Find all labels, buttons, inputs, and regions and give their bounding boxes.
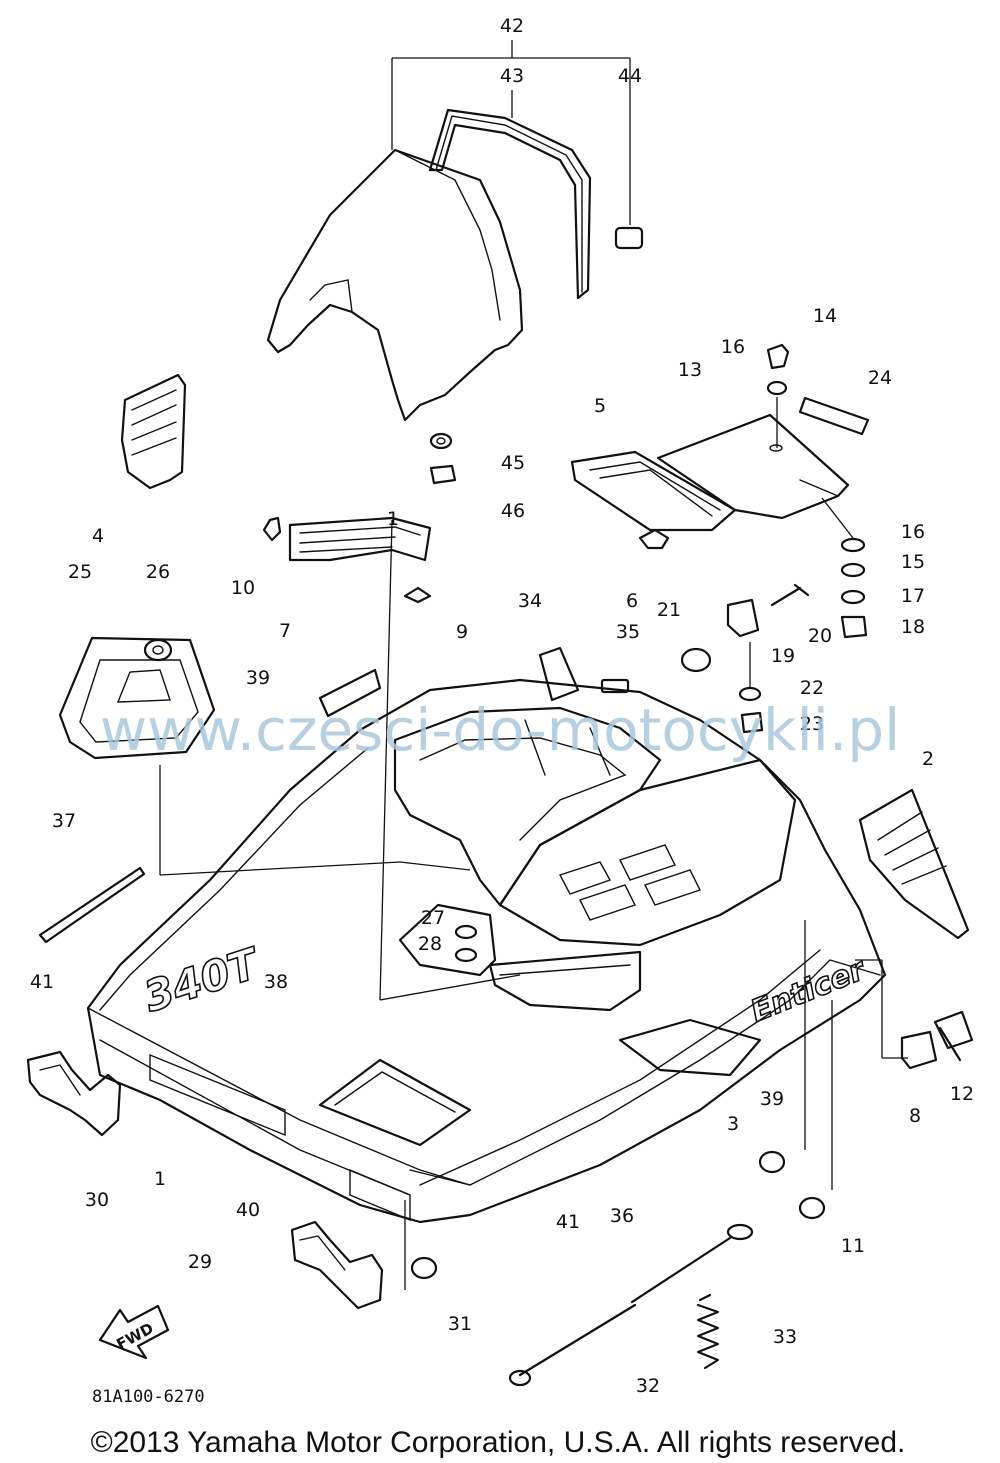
- windshield-assembly: [266, 40, 644, 422]
- parts-34-35: [538, 646, 630, 702]
- part-number-32: 32: [636, 1375, 660, 1397]
- part-number-26: 26: [146, 561, 170, 583]
- part-number-3: 3: [727, 1113, 739, 1135]
- fwd-arrow: [98, 1304, 170, 1360]
- top-panel-assembly: [570, 343, 870, 532]
- part-number-16-repeat: 16: [901, 521, 925, 543]
- part-number-42: 42: [500, 15, 524, 37]
- part-number-20: 20: [808, 625, 832, 647]
- watermark: www.czesci-do-motocykli.pl: [100, 696, 901, 764]
- part-number-37: 37: [52, 810, 76, 832]
- hinges: [26, 1050, 384, 1310]
- part-2-grille: [858, 788, 970, 940]
- part-4-grille: [120, 373, 187, 490]
- part-number-34: 34: [518, 590, 542, 612]
- fwd-arrow-text: FWD: [113, 1319, 156, 1353]
- part-number-6: 6: [626, 590, 638, 612]
- right-hardware: [680, 497, 868, 734]
- part-number-16: 16: [721, 336, 745, 358]
- part-number-15: 15: [901, 551, 925, 573]
- part-number-29: 29: [188, 1251, 212, 1273]
- hood-name-lettering: Enticer: [746, 951, 872, 1029]
- part-number-19: 19: [771, 645, 795, 667]
- part-number-7: 7: [279, 620, 291, 642]
- cable-spring: [508, 1223, 754, 1387]
- part-number-36: 36: [610, 1205, 634, 1227]
- part-number-43: 43: [500, 65, 524, 87]
- part-number-28: 28: [418, 933, 442, 955]
- diagram-code: 81A100-6270: [92, 1387, 205, 1407]
- copyright-notice: ©2013 Yamaha Motor Corporation, U.S.A. A…: [91, 1426, 906, 1459]
- part-number-1-repeat: 1: [387, 508, 399, 530]
- part-number-10: 10: [231, 577, 255, 599]
- part-number-40: 40: [236, 1199, 260, 1221]
- part-number-41: 41: [30, 971, 54, 993]
- part-number-1: 1: [154, 1168, 166, 1190]
- part-number-18: 18: [901, 616, 925, 638]
- part-number-5: 5: [594, 395, 606, 417]
- part-number-41-repeat: 41: [556, 1211, 580, 1233]
- part-number-13: 13: [678, 359, 702, 381]
- part-25-bezel: [58, 636, 216, 760]
- part-number-17: 17: [901, 585, 925, 607]
- part-number-31: 31: [448, 1313, 472, 1335]
- part-number-2: 2: [922, 748, 934, 770]
- part-number-labels: 1234567891011121314151617181920212223242…: [30, 15, 974, 1397]
- part-number-46: 46: [501, 500, 525, 522]
- part-number-14: 14: [813, 305, 837, 327]
- part-number-12: 12: [950, 1083, 974, 1105]
- hood-model-lettering: 340T: [138, 938, 267, 1022]
- part-number-38: 38: [264, 971, 288, 993]
- part-number-8: 8: [909, 1105, 921, 1127]
- part-number-22: 22: [800, 677, 824, 699]
- hardware-lower: [404, 1010, 974, 1290]
- part-number-27: 27: [421, 907, 445, 929]
- part-number-21: 21: [657, 599, 681, 621]
- part-number-25: 25: [68, 561, 92, 583]
- part-number-45: 45: [501, 452, 525, 474]
- part-number-39: 39: [760, 1088, 784, 1110]
- part-number-4: 4: [92, 525, 104, 547]
- small-parts-upper: [262, 432, 670, 1001]
- part-number-23: 23: [800, 713, 824, 735]
- part-number-9: 9: [456, 621, 468, 643]
- part-number-24: 24: [868, 367, 892, 389]
- parts-39-37: [38, 668, 382, 944]
- part-number-33: 33: [773, 1326, 797, 1348]
- part-1-hood: [86, 678, 908, 1224]
- part-number-30: 30: [85, 1189, 109, 1211]
- part-number-44: 44: [618, 65, 642, 87]
- part-number-35: 35: [616, 621, 640, 643]
- part-number-39-repeat: 39: [246, 667, 270, 689]
- part-number-11: 11: [841, 1235, 865, 1257]
